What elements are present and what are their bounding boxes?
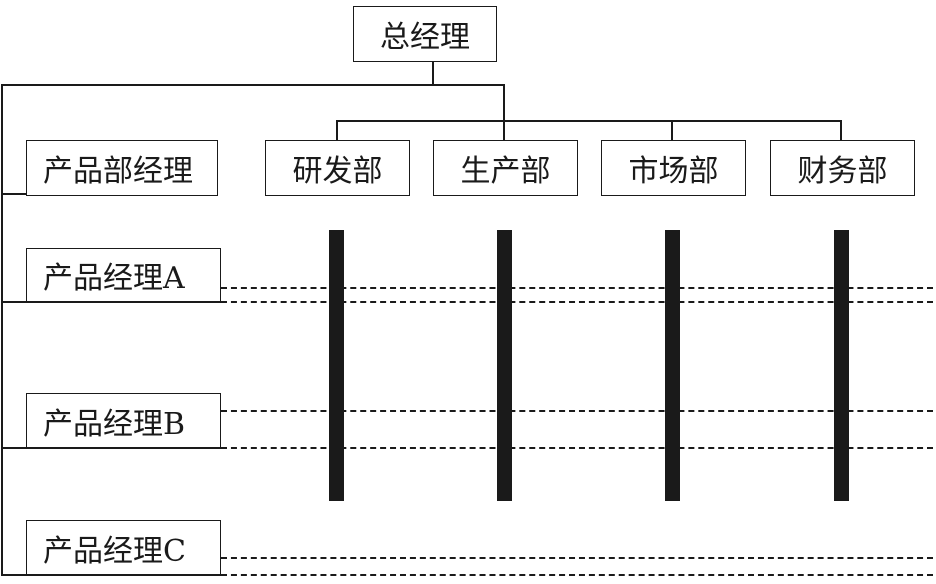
dashed-line-c-top — [221, 557, 933, 559]
product-dept-manager-box: 产品部经理 — [26, 140, 218, 196]
connector-pm-b — [1, 447, 221, 449]
connector-dept-drop — [503, 84, 505, 122]
connector-dept-2 — [503, 120, 505, 140]
dept-bar-4 — [834, 230, 849, 501]
dept-bar-1 — [329, 230, 344, 501]
dept-bar-3 — [665, 230, 680, 501]
dept-bar-2 — [497, 230, 512, 501]
dept-box-finance: 财务部 — [770, 140, 915, 196]
connector-product-dept — [1, 193, 27, 195]
dept-box-rd: 研发部 — [265, 140, 410, 196]
dashed-line-a-top — [221, 287, 933, 289]
product-manager-a-box: 产品经理A — [26, 248, 221, 302]
connector-dept-1 — [336, 120, 338, 140]
connector-pm-a — [1, 301, 221, 303]
connector-left-trunk — [1, 84, 3, 576]
dashed-line-c-bottom — [221, 574, 933, 576]
dept-box-marketing: 市场部 — [601, 140, 746, 196]
product-manager-c-box: 产品经理C — [26, 520, 221, 575]
connector-dept-3 — [671, 120, 673, 140]
general-manager-box: 总经理 — [353, 6, 497, 62]
product-manager-b-box: 产品经理B — [26, 393, 221, 448]
connector-pm-c — [1, 574, 221, 576]
dept-box-production: 生产部 — [433, 140, 578, 196]
connector-dept-bracket — [336, 120, 842, 122]
connector-top-down — [432, 62, 434, 86]
dashed-line-b-bottom — [221, 447, 933, 449]
dashed-line-b-top — [221, 410, 933, 412]
connector-main-horizontal — [1, 84, 505, 86]
connector-dept-4 — [840, 120, 842, 140]
dashed-line-a-bottom — [221, 301, 933, 303]
